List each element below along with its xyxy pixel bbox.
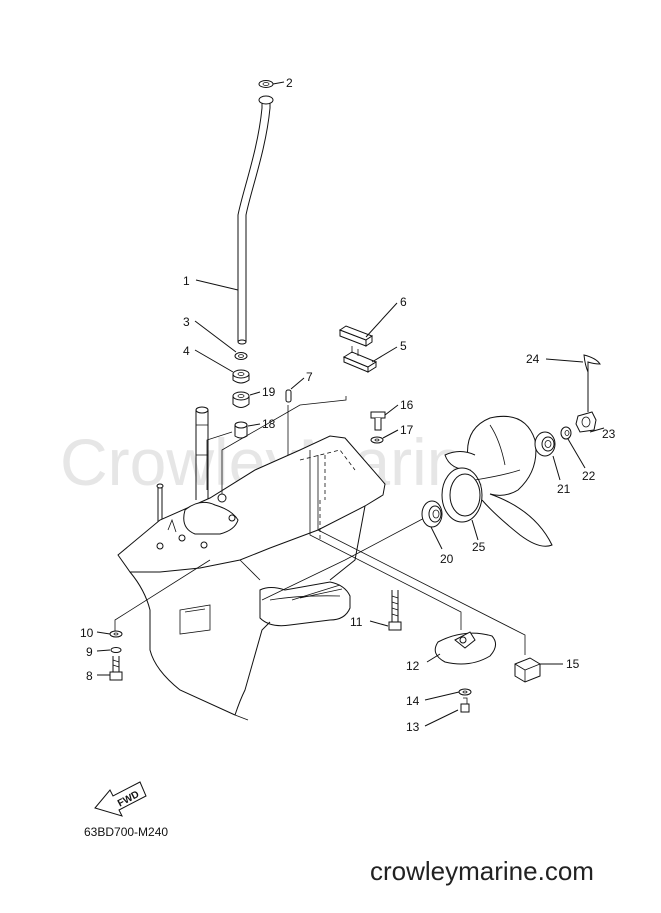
callout-16[interactable]: 16 xyxy=(400,398,414,412)
part-3-grommet[interactable] xyxy=(234,352,248,360)
callout-3[interactable]: 3 xyxy=(183,315,190,329)
leader-lines xyxy=(96,81,605,727)
part-6-rubber-seal[interactable] xyxy=(338,325,374,347)
callout-9[interactable]: 9 xyxy=(86,645,93,659)
part-14-washer[interactable] xyxy=(458,688,472,696)
part-13-bolt[interactable] xyxy=(460,697,470,713)
callout-25[interactable]: 25 xyxy=(472,540,486,554)
forward-direction-arrow: FWD xyxy=(94,781,147,817)
part-18-bushing[interactable] xyxy=(234,421,248,439)
callout-20[interactable]: 20 xyxy=(440,552,454,566)
part-2-washer[interactable] xyxy=(258,80,274,88)
callout-15[interactable]: 15 xyxy=(566,657,580,671)
diagram-code: 63BD700-M240 xyxy=(84,825,168,839)
part-8-bolt[interactable] xyxy=(109,656,123,681)
part-21-spacer[interactable] xyxy=(534,431,556,457)
callout-21[interactable]: 21 xyxy=(557,482,571,496)
part-5-seal[interactable] xyxy=(342,346,378,373)
footer-site[interactable]: crowleymarine.com xyxy=(370,856,594,886)
part-12-trim-tab[interactable] xyxy=(434,631,496,665)
part-9-washer[interactable] xyxy=(110,647,122,653)
part-19-seal[interactable] xyxy=(232,391,250,408)
callout-24[interactable]: 24 xyxy=(526,352,540,366)
callout-17[interactable]: 17 xyxy=(400,423,414,437)
callout-4[interactable]: 4 xyxy=(183,344,190,358)
callout-8[interactable]: 8 xyxy=(86,669,93,683)
part-1-water-tube[interactable] xyxy=(237,95,274,345)
part-20-spacer[interactable] xyxy=(421,500,443,528)
part-10-washer[interactable] xyxy=(109,630,123,638)
part-15-anode[interactable] xyxy=(514,657,541,683)
callout-11[interactable]: 11 xyxy=(350,615,363,629)
part-7-pin[interactable] xyxy=(285,389,292,403)
callout-labels: 2 1 3 4 19 18 7 6 5 16 17 20 25 21 22 23… xyxy=(80,76,616,734)
callout-13[interactable]: 13 xyxy=(406,720,420,734)
callout-19[interactable]: 19 xyxy=(262,385,276,399)
callout-14[interactable]: 14 xyxy=(406,694,420,708)
callout-1[interactable]: 1 xyxy=(183,274,190,288)
callout-23[interactable]: 23 xyxy=(602,427,616,441)
part-25-propeller[interactable] xyxy=(441,415,553,547)
callout-10[interactable]: 10 xyxy=(80,626,94,640)
callout-5[interactable]: 5 xyxy=(400,339,407,353)
part-4-grommet[interactable] xyxy=(232,369,250,384)
part-23-nut[interactable] xyxy=(575,411,597,433)
callout-18[interactable]: 18 xyxy=(262,417,276,431)
part-22-washer[interactable] xyxy=(560,426,572,440)
reference-lines xyxy=(114,396,526,655)
part-11-bolt[interactable] xyxy=(388,590,402,631)
part-24-cotter-pin[interactable] xyxy=(583,354,601,373)
callout-7[interactable]: 7 xyxy=(306,370,313,384)
callout-6[interactable]: 6 xyxy=(400,295,407,309)
callout-2[interactable]: 2 xyxy=(286,76,293,90)
callout-22[interactable]: 22 xyxy=(582,469,596,483)
callout-12[interactable]: 12 xyxy=(406,659,420,673)
part-17-washer[interactable] xyxy=(370,436,384,444)
part-16-bolt[interactable] xyxy=(370,411,386,431)
